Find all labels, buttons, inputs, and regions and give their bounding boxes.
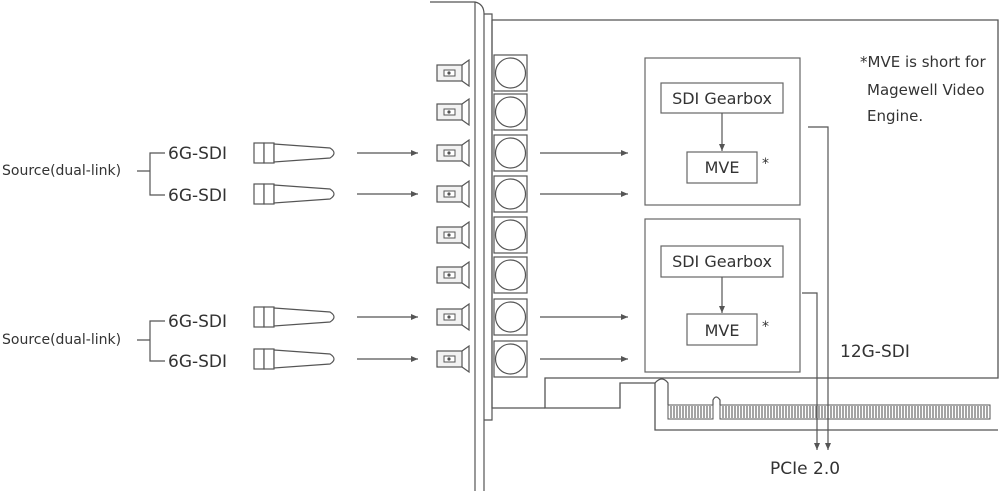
pcie-key	[712, 396, 721, 405]
sdi-port	[436, 216, 528, 254]
source-group-2: Source(dual-link) 6G-SDI 6G-SDI	[2, 312, 227, 372]
sdi-port-column	[436, 54, 528, 378]
source-group-1: Source(dual-link) 6G-SDI 6G-SDI	[2, 144, 227, 206]
output-label: 12G-SDI	[840, 342, 910, 362]
sdi-cable	[253, 142, 628, 164]
bus-label: PCIe 2.0	[770, 459, 840, 479]
source-label: Source(dual-link)	[2, 332, 121, 348]
sdi-cable	[253, 306, 628, 328]
pcie-gold-fingers	[667, 404, 991, 420]
sdi-cable	[253, 183, 628, 205]
sdi-port	[436, 93, 528, 131]
note-line: Magewell Video	[867, 81, 985, 99]
sdi-port	[436, 134, 528, 172]
output-lines	[802, 126, 831, 450]
note-line: Engine.	[867, 107, 923, 125]
link-label: 6G-SDI	[168, 352, 227, 372]
sdi-port	[436, 298, 528, 336]
sdi-port	[436, 54, 528, 92]
sdi-port	[436, 175, 528, 213]
mve-note: *MVE is short for Magewell Video Engine.	[860, 53, 986, 125]
sdi-cable	[253, 348, 628, 370]
gearbox-box	[660, 82, 784, 114]
pcie-notch	[654, 378, 669, 405]
mve-box	[686, 313, 758, 346]
mve-label: MVE	[705, 321, 740, 340]
processor-block-1: SDI Gearbox MVE *	[644, 57, 801, 206]
sdi-port	[436, 340, 528, 378]
mve-asterisk: *	[762, 319, 769, 335]
source-label: Source(dual-link)	[2, 163, 121, 179]
mve-asterisk: *	[762, 156, 769, 172]
processor-block-2: SDI Gearbox MVE *	[644, 218, 801, 373]
sdi-port	[436, 256, 528, 294]
gearbox-box	[660, 245, 784, 278]
link-label: 6G-SDI	[168, 312, 227, 332]
mve-box	[686, 151, 758, 184]
gearbox-label: SDI Gearbox	[672, 89, 772, 108]
gearbox-label: SDI Gearbox	[672, 252, 772, 271]
mounting-bracket	[430, 1, 493, 491]
mve-label: MVE	[705, 158, 740, 177]
note-line: *MVE is short for	[860, 53, 986, 71]
cable-group	[253, 142, 628, 370]
link-label: 6G-SDI	[168, 186, 227, 206]
link-label: 6G-SDI	[168, 144, 227, 164]
